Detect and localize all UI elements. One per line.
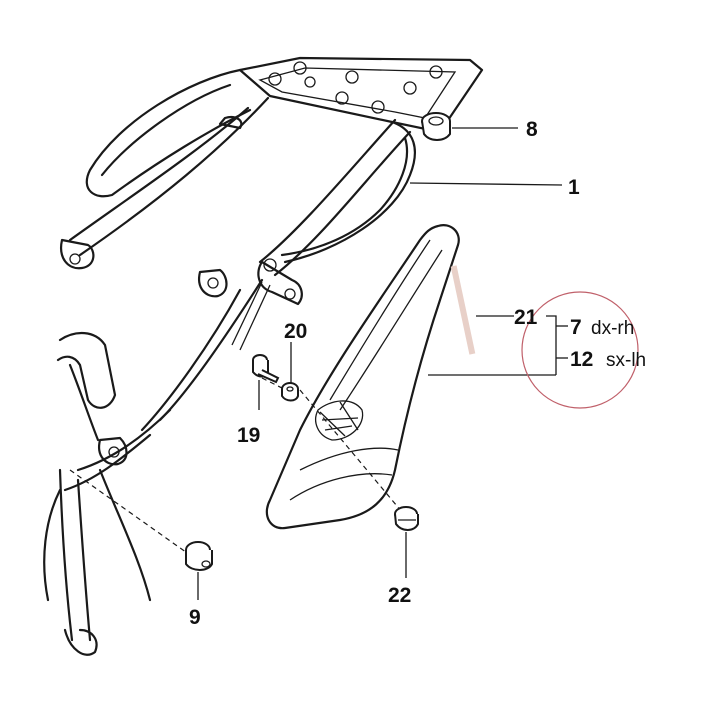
highlight-circle [521,291,639,409]
callout-20: 20 [284,320,307,343]
rear-frame [43,56,484,656]
leader-lines [197,127,568,600]
variant-side: sx-lh [606,350,646,371]
callout-1: 1 [568,176,580,199]
side-panel [265,224,460,530]
variant-qty: 7 [570,316,582,339]
callout-22: 22 [388,584,411,607]
callout-9: 9 [189,606,201,629]
grommet-22 [394,506,419,531]
variant-sx-lh: 12 sx-lh [570,348,646,371]
part-stamp [450,265,476,355]
callout-8: 8 [526,118,538,141]
variant-side: dx-rh [591,318,634,339]
callout-21: 21 [514,306,538,329]
assembly-lines [69,377,403,556]
variant-qty: 12 [570,348,593,371]
bolt-19 [252,354,280,384]
washer-20 [281,382,299,402]
variant-dx-rh: 7 dx-rh [570,316,634,339]
callout-19: 19 [237,424,260,447]
spacer-9 [185,541,213,571]
